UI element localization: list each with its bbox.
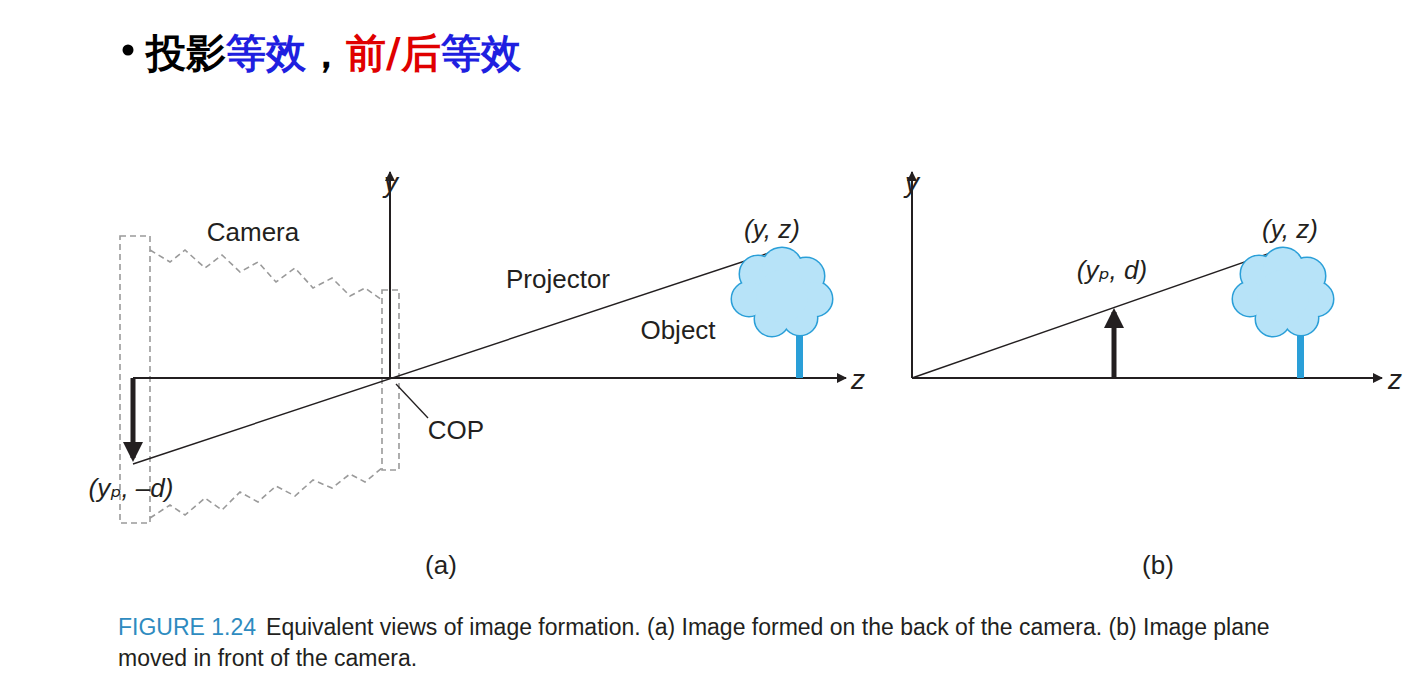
title-text: 投影 (146, 26, 226, 81)
axis-label: z (851, 364, 865, 396)
leader-line (396, 384, 428, 418)
axis-label: y (905, 167, 919, 199)
panel-label: (a) (425, 550, 457, 581)
title-text: ， (306, 26, 346, 81)
z-axis (912, 377, 1382, 379)
axis-label: y (384, 167, 398, 199)
title-row: 投影等效，前/后等效 (146, 26, 521, 81)
y-axis (911, 172, 913, 378)
caption-text: Equivalent views of image formation. (a)… (118, 614, 1270, 671)
tree-object (732, 248, 832, 378)
image-arrow (1112, 312, 1117, 378)
part-label: Object (640, 315, 715, 346)
title-text: 等效 (226, 26, 306, 81)
bullet (123, 45, 134, 56)
part-label: COP (428, 415, 484, 446)
title-text: 前/后 (346, 26, 441, 81)
figure-caption: FIGURE 1.24Equivalent views of image for… (118, 612, 1338, 674)
point-label: (y, z) (1262, 214, 1318, 245)
title-text: 等效 (441, 26, 521, 81)
figure-number: FIGURE 1.24 (118, 614, 256, 640)
point-label: (yₚ, d) (1077, 255, 1147, 286)
z-axis (133, 377, 846, 379)
point-label: (y, z) (744, 214, 800, 245)
projector-line (912, 251, 1276, 378)
panel-label: (b) (1142, 550, 1174, 581)
part-label: Projector (506, 264, 610, 295)
projector-line (133, 251, 775, 464)
tree-object (1233, 248, 1333, 378)
image-arrow (131, 378, 136, 458)
axis-label: z (1388, 364, 1402, 396)
y-axis (389, 172, 391, 378)
part-label: Camera (207, 217, 299, 248)
point-label: (yₚ, –d) (89, 473, 174, 504)
